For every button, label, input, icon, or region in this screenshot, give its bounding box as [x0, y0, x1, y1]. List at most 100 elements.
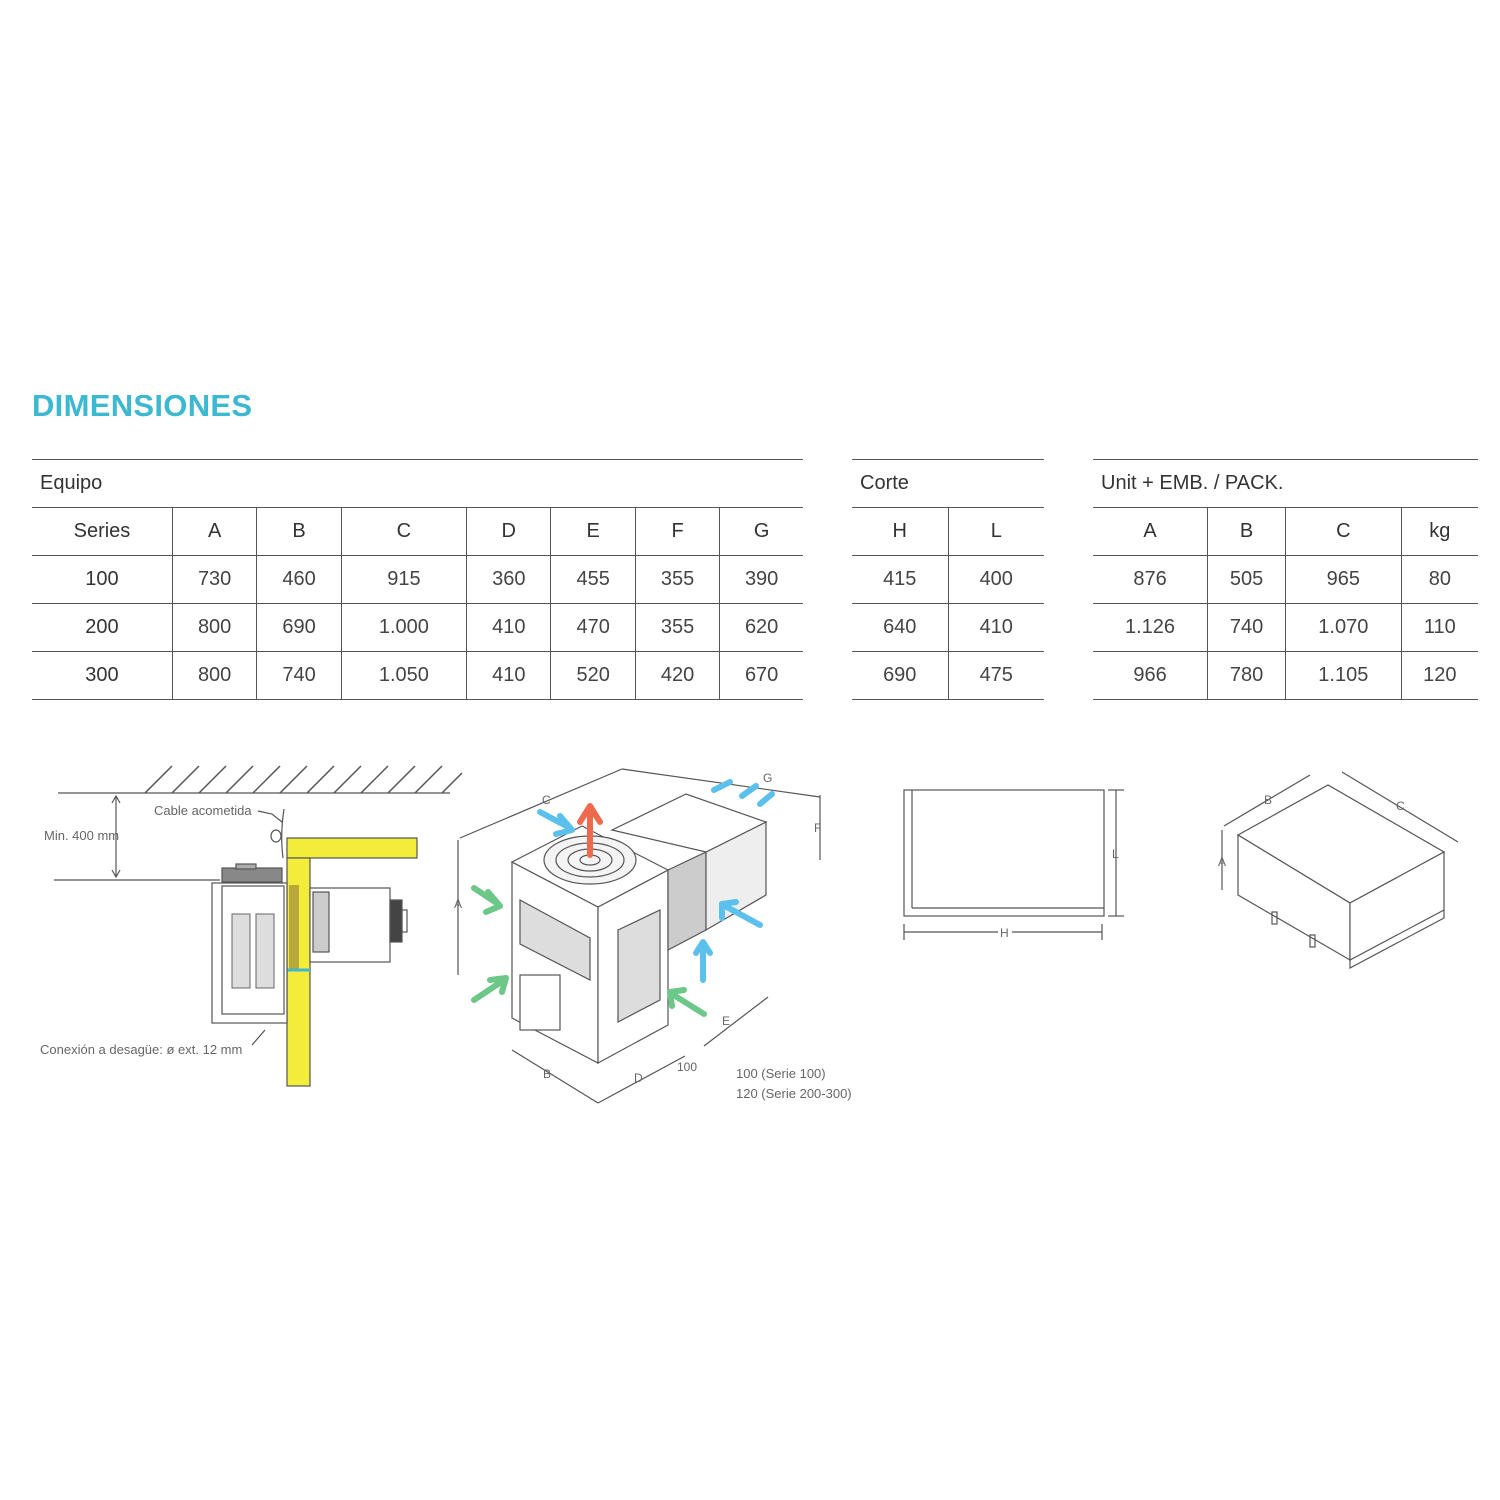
table-cell: 965	[1284, 555, 1402, 604]
column-header: L	[947, 507, 1044, 556]
cold-air-arrow-icon	[693, 939, 713, 983]
table-cell: 410	[466, 651, 551, 700]
intake-air-arrow-icon	[471, 885, 503, 915]
drain-label: Conexión a desagüe: ø ext. 12 mm	[40, 1042, 242, 1057]
table-cell: 410	[947, 603, 1044, 652]
column-header: E	[550, 507, 636, 556]
table-cell: 740	[256, 651, 342, 700]
cold-air-arrow-icon	[719, 899, 763, 928]
table-cell: 730	[171, 555, 257, 604]
table-cell: 800	[171, 603, 257, 652]
gap-label: 100	[677, 1060, 697, 1074]
column-header: A	[171, 507, 257, 556]
table-cell: 800	[171, 651, 257, 700]
column-header: Series	[32, 507, 173, 556]
table-cell: 1.070	[1284, 603, 1402, 652]
table-cell: 410	[466, 603, 551, 652]
table-cell: 966	[1093, 651, 1208, 700]
box-dimension-c-label: C	[1396, 799, 1405, 813]
packaged-box-diagram: B C A	[1218, 771, 1459, 969]
dimension-b-label: B	[543, 1067, 551, 1081]
cable-label: Cable acometida	[154, 803, 252, 818]
table-cell: 1.050	[340, 651, 467, 700]
table-cell: 740	[1207, 603, 1286, 652]
series-cell: 200	[32, 603, 173, 652]
cold-air-arrow-icon	[537, 809, 575, 837]
column-header: kg	[1400, 507, 1478, 556]
isometric-unit-diagram: C G F B D E 100 100 (Serie 100) 120 (Ser…	[459, 768, 852, 1104]
table-cell: 355	[634, 603, 720, 652]
table-cell: 460	[256, 555, 342, 604]
table-cell: 670	[719, 651, 803, 700]
table-cell: 475	[947, 651, 1044, 700]
dimension-diagrams: Min. 400 mm Cable acometida Conexión a d…	[40, 765, 1459, 1104]
column-header: C	[1284, 507, 1402, 556]
table-row: 100 730 460 915 360 455 355 390	[32, 555, 803, 604]
wall-cut-diagram: H L	[903, 789, 1124, 940]
series-cell: 100	[32, 555, 173, 604]
table-cell: 620	[719, 603, 803, 652]
table-row: 200 800 690 1.000 410 470 355 620	[32, 603, 803, 652]
dimension-h-label: H	[1000, 926, 1009, 940]
dimension-d-label: D	[634, 1071, 643, 1085]
intake-air-arrow-icon	[667, 987, 707, 1017]
table-caption: Equipo	[32, 459, 803, 508]
table-caption: Unit + EMB. / PACK.	[1093, 459, 1478, 508]
table-cell: 780	[1207, 651, 1286, 700]
table-cell: 355	[634, 555, 720, 604]
column-header: F	[634, 507, 720, 556]
table-cell: 640	[852, 603, 948, 652]
box-dimension-b-label: B	[1264, 793, 1272, 807]
table-caption: Corte	[852, 459, 1044, 508]
table-cell: 420	[634, 651, 720, 700]
table-cell: 110	[1400, 603, 1478, 652]
column-header: B	[1207, 507, 1286, 556]
dimension-e-label: E	[722, 1014, 730, 1028]
column-header: G	[719, 507, 803, 556]
table-cell: 1.000	[340, 603, 467, 652]
equipo-dimensions-table: Equipo Series A B C D E F G 100 730 460 …	[32, 459, 803, 700]
column-header: C	[340, 507, 467, 556]
table-cell: 690	[256, 603, 342, 652]
table-cell: 400	[947, 555, 1044, 604]
note-serie-200-300: 120 (Serie 200-300)	[736, 1086, 852, 1101]
table-cell: 455	[550, 555, 636, 604]
table-header-row: Series A B C D E F G	[32, 507, 803, 556]
table-header-row: H L	[852, 507, 1044, 556]
dimension-g-label: G	[763, 771, 772, 785]
dimension-c-label: C	[542, 793, 551, 807]
table-cell: 520	[550, 651, 636, 700]
min-clearance-label: Min. 400 mm	[44, 828, 119, 843]
table-cell: 690	[852, 651, 948, 700]
table-cell: 360	[466, 555, 551, 604]
note-serie-100: 100 (Serie 100)	[736, 1066, 826, 1081]
table-cell: 1.126	[1093, 603, 1208, 652]
table-cell: 80	[1400, 555, 1478, 604]
cold-air-outflow-arrows-icon	[711, 779, 775, 807]
table-cell: 415	[852, 555, 948, 604]
table-cell: 505	[1207, 555, 1286, 604]
column-header: H	[852, 507, 948, 556]
table-cell: 120	[1400, 651, 1478, 700]
table-cell: 1.105	[1284, 651, 1402, 700]
table-header-row: A B C kg	[1093, 507, 1478, 556]
table-cell: 915	[340, 555, 467, 604]
series-cell: 300	[32, 651, 173, 700]
side-installation-diagram: Min. 400 mm Cable acometida Conexión a d…	[40, 765, 463, 1087]
dimension-f-label: F	[814, 821, 821, 835]
box-dimension-a-label: A	[1218, 855, 1226, 869]
table-row: 300 800 740 1.050 410 520 420 670	[32, 651, 803, 700]
column-header: A	[1093, 507, 1208, 556]
page-title: DIMENSIONES	[32, 388, 253, 423]
column-header: D	[466, 507, 551, 556]
table-cell: 390	[719, 555, 803, 604]
dimension-l-label: L	[1112, 847, 1119, 861]
